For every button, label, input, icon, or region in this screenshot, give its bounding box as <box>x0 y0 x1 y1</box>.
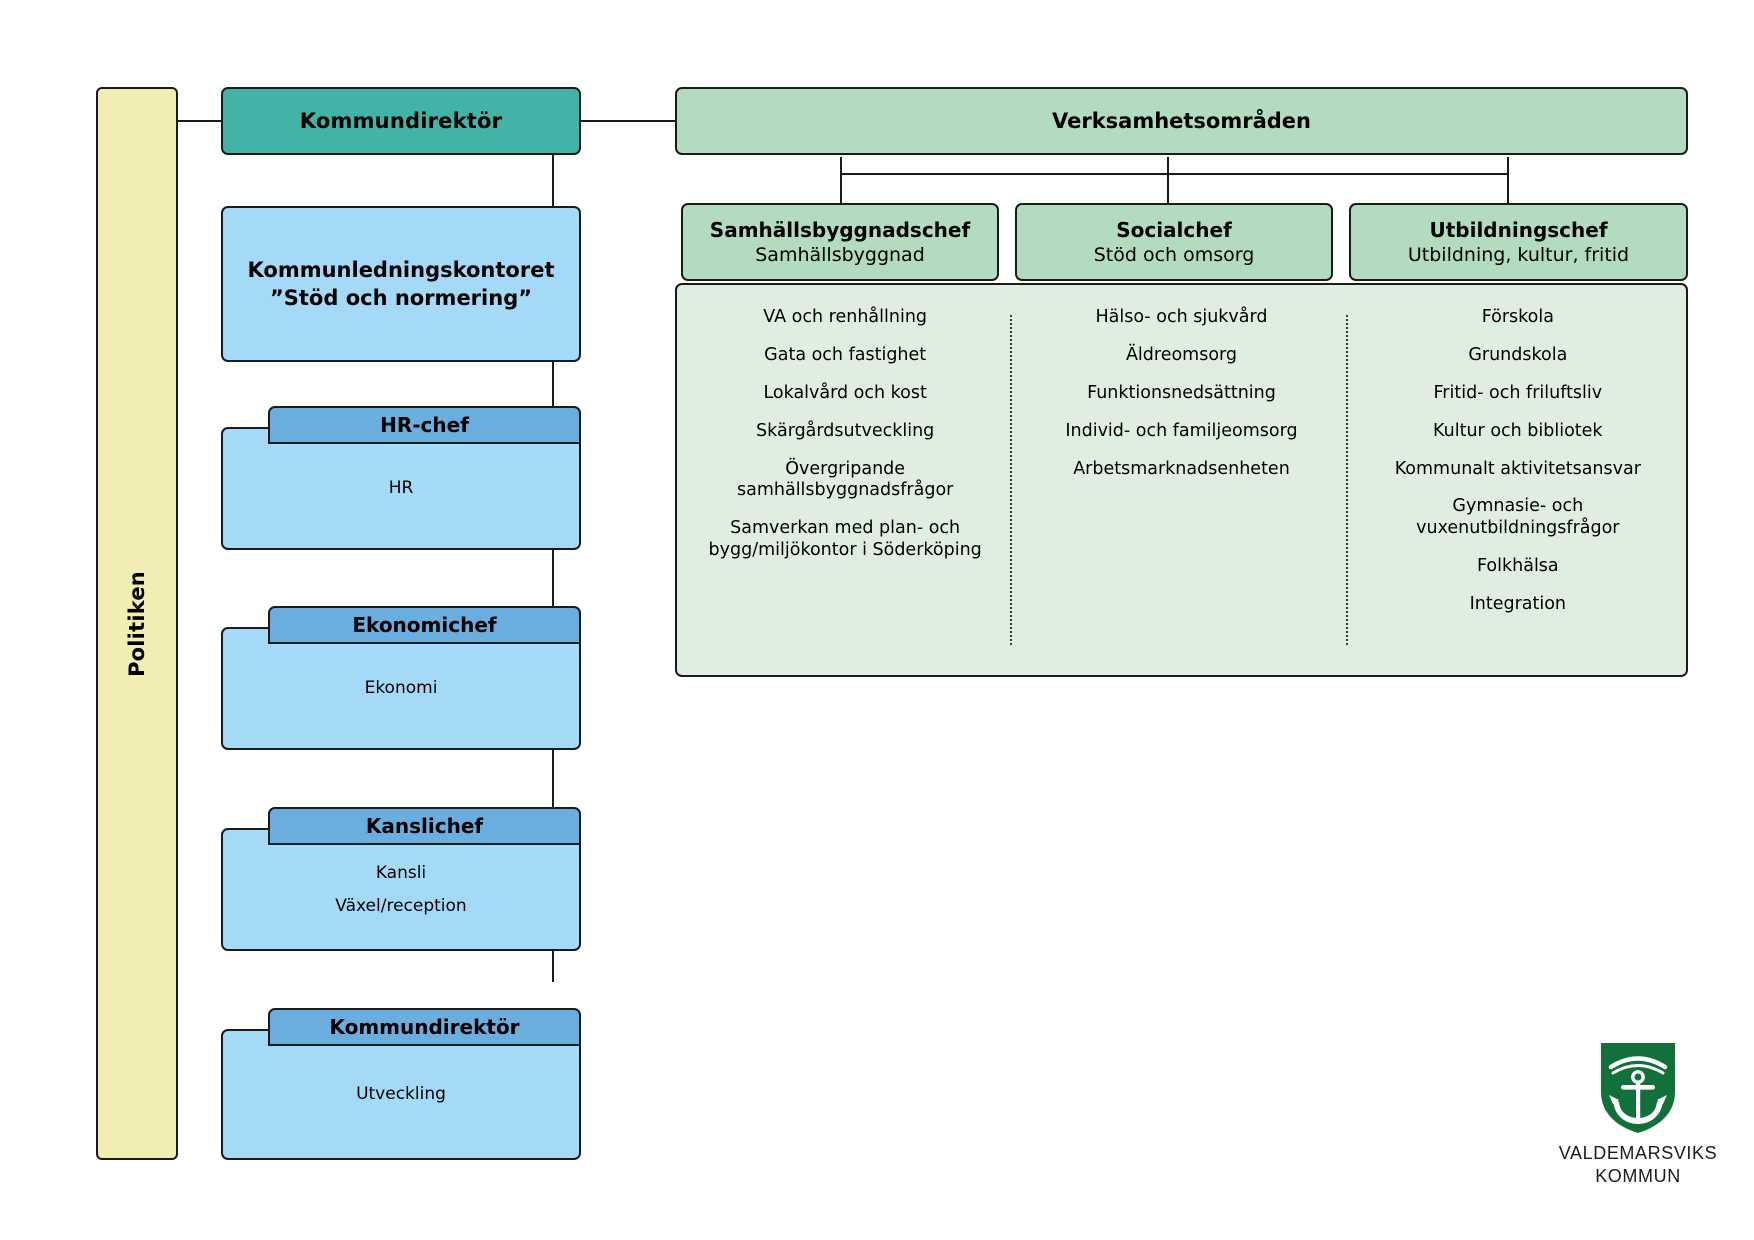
connector-left-trunk <box>552 120 554 982</box>
area-item: Individ- och familjeomsorg <box>1065 420 1298 441</box>
politics-bar[interactable]: Politiken <box>96 87 178 1160</box>
unit-item-kansli-1: Växel/reception <box>335 895 467 916</box>
area-item: VA och renhållning <box>763 307 928 327</box>
connector-director-to-right <box>579 120 677 122</box>
dept-area-0: Samhällsbyggnad <box>755 244 925 267</box>
unit-body-hr[interactable]: HR <box>221 427 581 550</box>
unit-head-kanslichef-label: Kanslichef <box>365 814 484 838</box>
dept-chief-2: Utbildningschef <box>1429 218 1608 243</box>
unit-body-kansli[interactable]: Kansli Växel/reception <box>221 828 581 951</box>
logo-line-1: VALDEMARSVIKS <box>1558 1143 1718 1163</box>
box-kommundirektor[interactable]: Kommundirektör <box>221 87 581 155</box>
connector-areas-bus <box>840 173 1508 175</box>
column-divider-2 <box>1346 315 1348 645</box>
area-item: Gymnasie- och vuxenutbildningsfrågor <box>1416 496 1620 539</box>
area-item: Skärgårdsutveckling <box>756 420 935 441</box>
dept-chief-0: Samhällsbyggnadschef <box>709 218 971 243</box>
area-item: Funktionsnedsättning <box>1087 382 1276 403</box>
area-item: Kommunalt aktivitetsansvar <box>1394 458 1641 479</box>
connector-areas-down-1 <box>840 157 842 205</box>
area-item: Arbetsmarknadsenheten <box>1073 458 1290 479</box>
unit-item-kansli-0: Kansli <box>375 863 427 884</box>
unit-head-hr[interactable]: HR-chef <box>268 406 581 444</box>
unit-item-hr-0: HR <box>388 478 414 499</box>
area-item: Hälso- och sjukvård <box>1095 307 1268 327</box>
dept-chief-1: Socialchef <box>1116 218 1232 243</box>
area-item: Äldreomsorg <box>1125 344 1238 365</box>
dept-area-2: Utbildning, kultur, fritid <box>1407 244 1630 267</box>
connector-areas-down-2 <box>1167 157 1169 205</box>
area-item: Grundskola <box>1468 344 1568 365</box>
dept-samhallsbyggnadschef[interactable]: Samhällsbyggnadschef Samhällsbyggnad <box>681 203 999 281</box>
area-item: Integration <box>1469 594 1567 614</box>
area-item: Förskola <box>1481 307 1554 327</box>
area-column-utbildning-kultur-fritid: Förskola Grundskola Fritid- och frilufts… <box>1350 307 1686 675</box>
dept-utbildningschef[interactable]: Utbildningschef Utbildning, kultur, frit… <box>1349 203 1688 281</box>
unit-item-utveckling-0: Utveckling <box>356 1084 446 1105</box>
unit-body-utveckling[interactable]: Utveckling <box>221 1029 581 1160</box>
area-item: Fritid- och friluftsliv <box>1433 382 1603 403</box>
unit-item-ekonomi-0: Ekonomi <box>364 678 438 699</box>
kommunledningskontoret-line1: Kommunledningskontoret <box>247 257 555 282</box>
kommunledningskontoret-line2: ”Stöd och normering” <box>269 286 533 310</box>
area-item: Kultur och bibliotek <box>1433 420 1603 441</box>
unit-body-ekonomi[interactable]: Ekonomi <box>221 627 581 750</box>
area-item: Lokalvård och kost <box>763 382 927 403</box>
unit-head-kommundirektor2-label: Kommundirektör <box>329 1015 520 1039</box>
area-column-samhallsbyggnad: VA och renhållning Gata och fastighet Lo… <box>677 307 1013 675</box>
connector-areas-down-3 <box>1507 157 1509 205</box>
area-item: Gata och fastighet <box>764 344 927 365</box>
area-item: Folkhälsa <box>1476 556 1559 577</box>
column-divider-1 <box>1010 315 1012 645</box>
dept-socialchef[interactable]: Socialchef Stöd och omsorg <box>1015 203 1333 281</box>
unit-head-hr-label: HR-chef <box>380 413 469 437</box>
politics-label: Politiken <box>125 570 150 677</box>
area-item: Samverkan med plan- och bygg/miljökontor… <box>708 518 982 561</box>
dept-area-1: Stöd och omsorg <box>1093 244 1255 267</box>
areas-detail-panel: VA och renhållning Gata och fastighet Lo… <box>675 283 1688 677</box>
municipality-logo: VALDEMARSVIKS KOMMUN <box>1553 1040 1723 1187</box>
connector-politics-to-director <box>176 120 223 122</box>
kommundirektor-label: Kommundirektör <box>299 109 503 133</box>
unit-head-kommundirektor2[interactable]: Kommundirektör <box>268 1008 581 1046</box>
shield-anchor-icon <box>1601 1043 1675 1133</box>
logo-line-2: KOMMUN <box>1595 1165 1681 1186</box>
area-item: Övergripande samhällsbyggnadsfrågor <box>736 458 954 501</box>
unit-head-kanslichef[interactable]: Kanslichef <box>268 807 581 845</box>
unit-head-ekonomichef-label: Ekonomichef <box>352 613 497 637</box>
unit-head-ekonomichef[interactable]: Ekonomichef <box>268 606 581 644</box>
box-verksamhetsomraden[interactable]: Verksamhetsområden <box>675 87 1688 155</box>
area-column-stod-och-omsorg: Hälso- och sjukvård Äldreomsorg Funktion… <box>1013 307 1349 675</box>
verksamhetsomraden-label: Verksamhetsområden <box>1051 109 1311 133</box>
box-kommunledningskontoret[interactable]: Kommunledningskontoret ”Stöd och normeri… <box>221 206 581 362</box>
